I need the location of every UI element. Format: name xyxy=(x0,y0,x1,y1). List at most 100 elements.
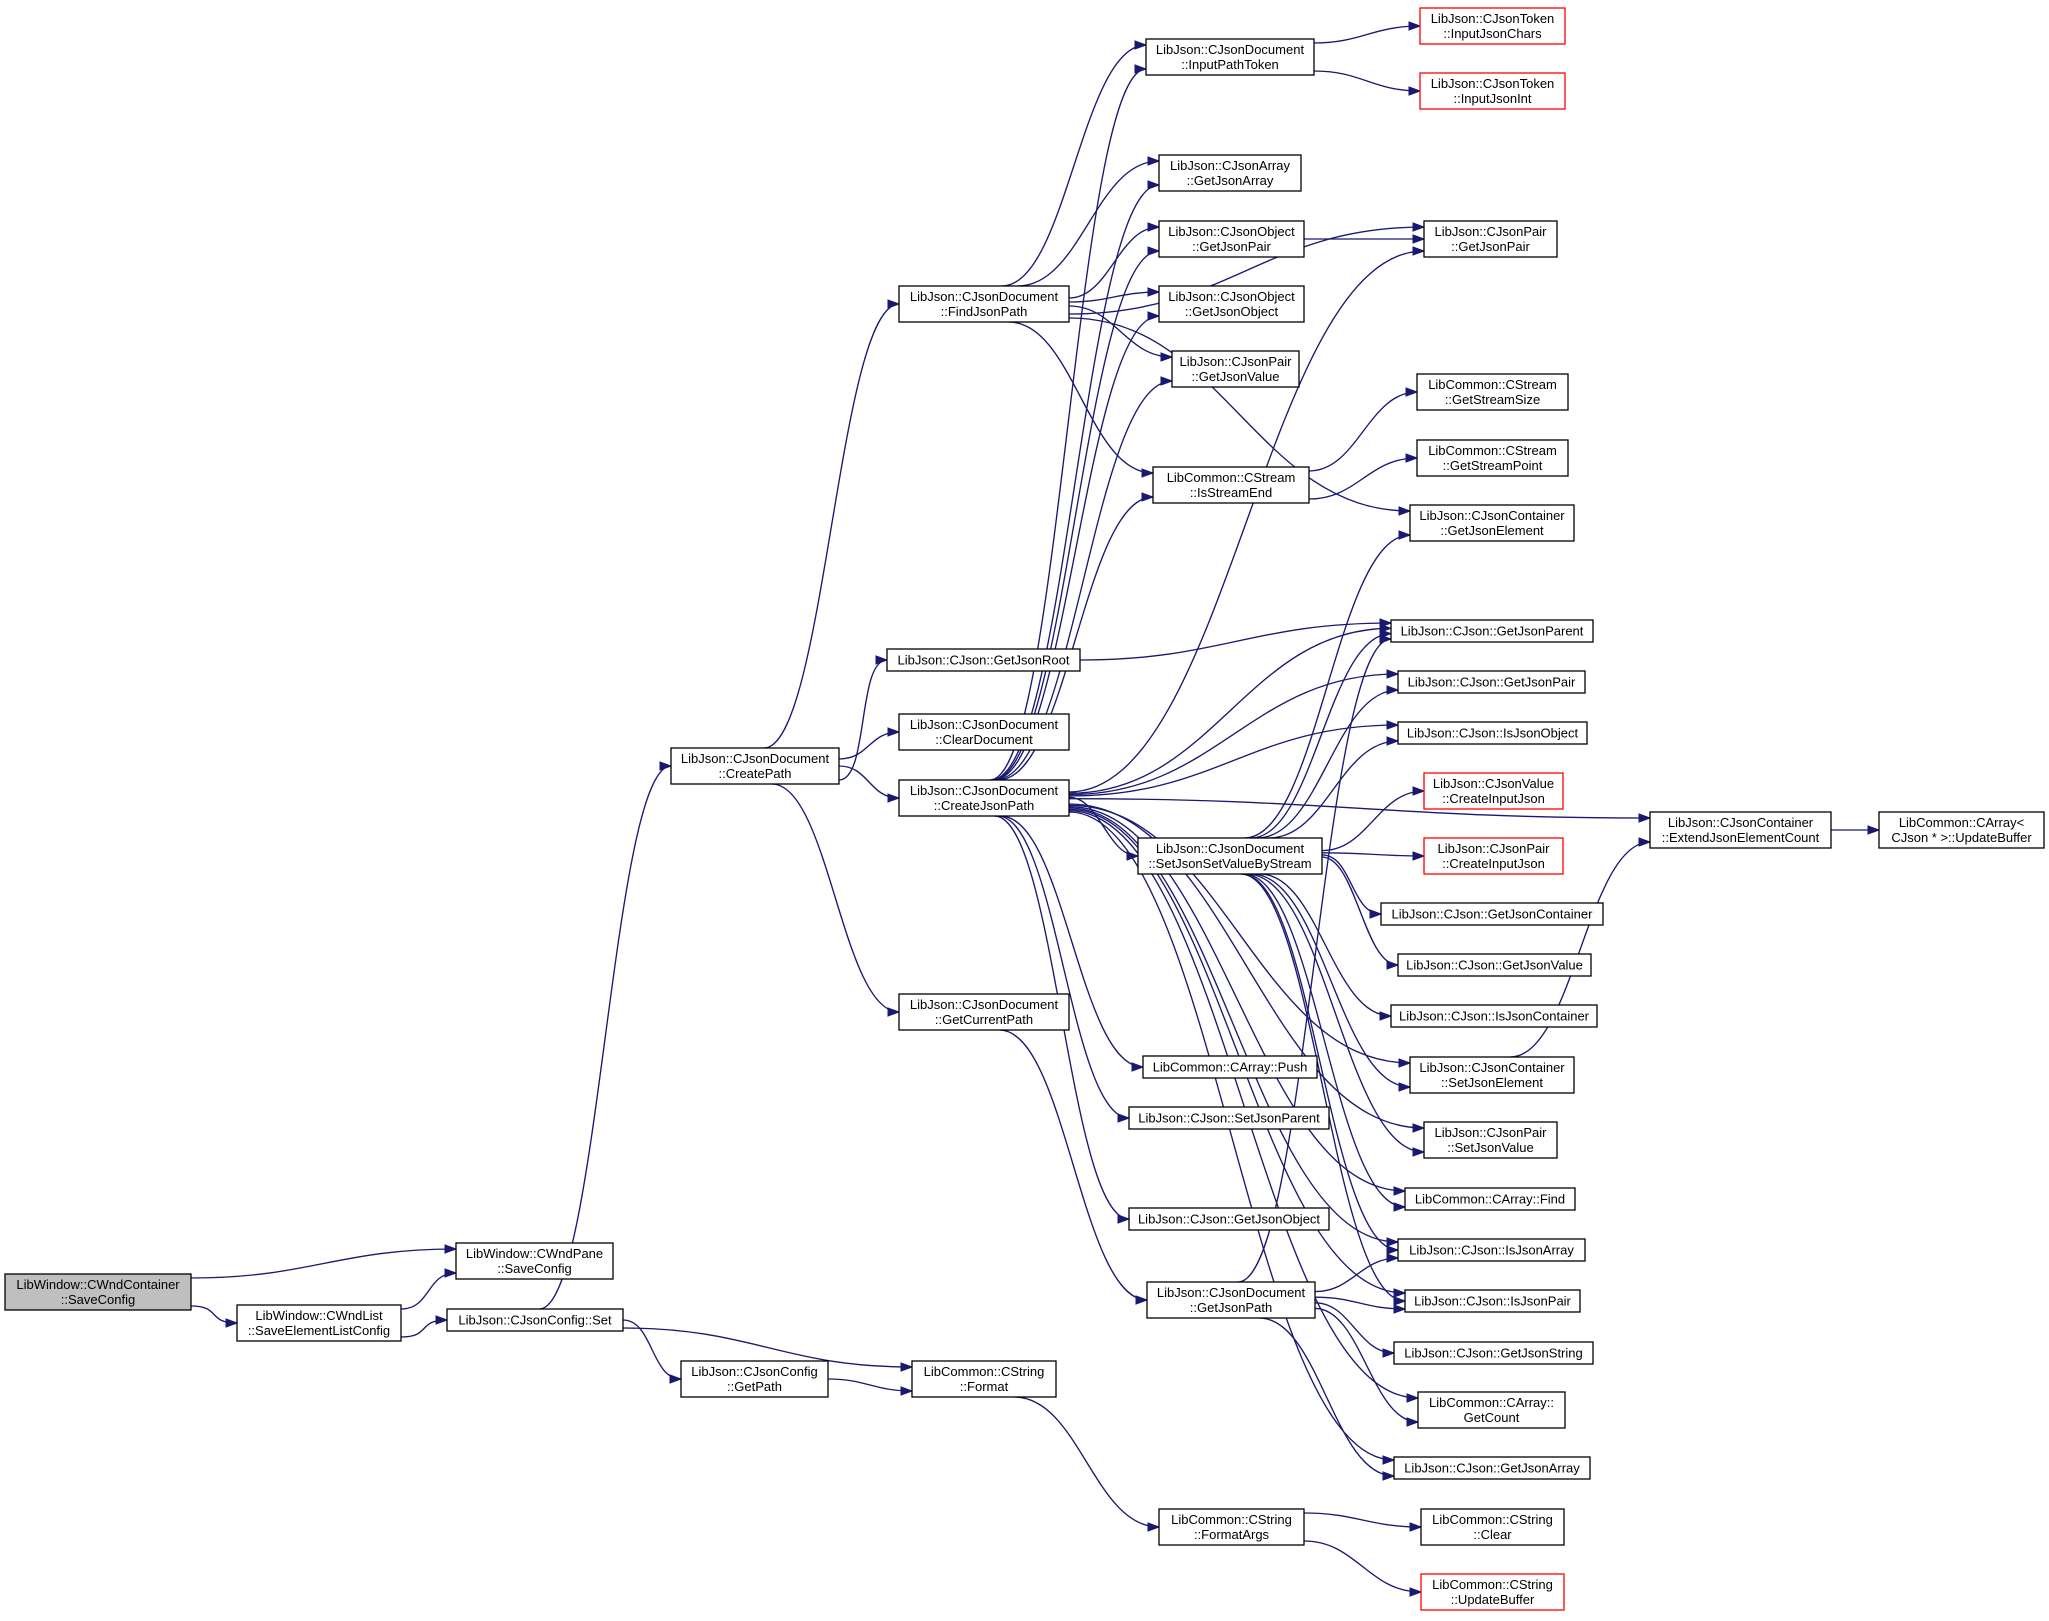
node-arr_getjsonarray[interactable]: LibJson::CJsonArray::GetJsonArray xyxy=(1158,154,1302,192)
node-inputjsonchars[interactable]: LibJson::CJsonToken::InputJsonChars xyxy=(1419,7,1566,45)
node-createpath[interactable]: LibJson::CJsonDocument::CreatePath xyxy=(670,747,840,785)
node-extendjsoncount[interactable]: LibJson::CJsonContainer::ExtendJsonEleme… xyxy=(1649,811,1832,849)
node-setjsonparent[interactable]: LibJson::CJson::SetJsonParent xyxy=(1128,1106,1330,1130)
node-box xyxy=(4,1273,192,1311)
node-label-line: ::GetJsonPair xyxy=(1451,239,1530,254)
node-getjsonroot[interactable]: LibJson::CJson::GetJsonRoot xyxy=(886,648,1081,672)
edge-path xyxy=(1068,291,1160,303)
node-getjsonpath[interactable]: LibJson::CJsonDocument::GetJsonPath xyxy=(1146,1281,1316,1319)
node-inputjsonint[interactable]: LibJson::CJsonToken::InputJsonInt xyxy=(1419,72,1566,110)
arrowhead xyxy=(1638,813,1652,823)
node-strclear[interactable]: LibCommon::CString::Clear xyxy=(1420,1508,1565,1546)
edge-path xyxy=(1321,790,1425,852)
node-findjsonpath[interactable]: LibJson::CJsonDocument::FindJsonPath xyxy=(898,285,1070,323)
arrowhead xyxy=(1379,634,1393,644)
node-label-line: ::GetPath xyxy=(727,1379,782,1394)
node-label-line: LibJson::CJsonContainer xyxy=(1419,1060,1565,1075)
node-isjsonobject[interactable]: LibJson::CJson::IsJsonObject xyxy=(1397,721,1588,745)
arrowhead xyxy=(1134,64,1148,74)
call-edge-createjsonpath-to-obj_getjsonobject xyxy=(993,311,1161,781)
edge-path xyxy=(838,659,888,781)
node-label-line: LibJson::CJson::GetJsonContainer xyxy=(1392,907,1594,922)
node-obj_getjsonobject[interactable]: LibJson::CJsonObject::GetJsonObject xyxy=(1158,285,1305,323)
arrowhead xyxy=(1867,825,1881,835)
call-edge-inputpathtoken-to-inputjsonint xyxy=(1313,70,1422,96)
call-edge-findjsonpath-to-pair_getjsonvalue xyxy=(1068,305,1174,362)
node-label-line: ::GetJsonElement xyxy=(1440,523,1544,538)
node-cj_getjsonobject[interactable]: LibJson::CJson::GetJsonObject xyxy=(1128,1207,1330,1231)
node-wndpane[interactable]: LibWindow::CWndPane::SaveConfig xyxy=(455,1242,614,1280)
node-box xyxy=(1409,1056,1575,1094)
node-isjsonpair[interactable]: LibJson::CJson::IsJsonPair xyxy=(1404,1289,1581,1313)
edge-path xyxy=(1308,391,1418,472)
node-root[interactable]: LibWindow::CWndContainer::SaveConfig xyxy=(4,1273,192,1311)
node-label-line: LibCommon::CArray::Push xyxy=(1153,1060,1308,1075)
edge-path xyxy=(1244,534,1411,839)
node-formatargs[interactable]: LibCommon::CString::FormatArgs xyxy=(1158,1508,1305,1546)
call-edge-createpath-to-getjsonroot xyxy=(838,655,889,781)
arrowhead xyxy=(1382,1348,1396,1358)
node-pair_setjsonvalue[interactable]: LibJson::CJsonPair::SetJsonValue xyxy=(1423,1121,1558,1159)
node-cont_setjsonelement[interactable]: LibJson::CJsonContainer::SetJsonElement xyxy=(1409,1056,1575,1094)
node-label-line: LibCommon::CArray::Find xyxy=(1415,1192,1565,1207)
node-getstreamsize[interactable]: LibCommon::CStream::GetStreamSize xyxy=(1416,373,1569,411)
node-carray_find[interactable]: LibCommon::CArray::Find xyxy=(1404,1187,1576,1211)
node-cj_getjsonarray[interactable]: LibJson::CJson::GetJsonArray xyxy=(1393,1456,1591,1480)
node-getpath[interactable]: LibJson::CJsonConfig::GetPath xyxy=(680,1360,829,1398)
node-label-line: LibJson::CJsonDocument xyxy=(910,997,1059,1012)
node-label-line: LibJson::CJson::SetJsonParent xyxy=(1138,1111,1320,1126)
node-val_createinputjson[interactable]: LibJson::CJsonValue::CreateInputJson xyxy=(1423,772,1564,810)
node-label-line: ::SaveConfig xyxy=(61,1292,135,1307)
edge-path xyxy=(1314,1302,1395,1354)
arrowhead xyxy=(1382,1471,1396,1481)
node-carray_push[interactable]: LibCommon::CArray::Push xyxy=(1142,1055,1318,1079)
node-label-line: LibJson::CJsonPair xyxy=(1435,224,1548,239)
node-cj_getjsonvalue[interactable]: LibJson::CJson::GetJsonValue xyxy=(1397,953,1592,977)
node-strupdate[interactable]: LibCommon::CString::UpdateBuffer xyxy=(1420,1573,1565,1611)
node-inputpathtoken[interactable]: LibJson::CJsonDocument::InputPathToken xyxy=(1145,38,1315,76)
node-isjsoncontainer[interactable]: LibJson::CJson::IsJsonContainer xyxy=(1390,1004,1598,1028)
node-label-line: LibJson::CJsonDocument xyxy=(681,751,830,766)
node-getstreampoint[interactable]: LibCommon::CStream::GetStreamPoint xyxy=(1416,439,1569,477)
node-getcurrentpath[interactable]: LibJson::CJsonDocument::GetCurrentPath xyxy=(898,993,1070,1031)
node-getjsonstring[interactable]: LibJson::CJson::GetJsonString xyxy=(1393,1341,1594,1365)
node-label-line: LibJson::CJsonPair xyxy=(1438,841,1551,856)
edge-path xyxy=(1510,841,1651,1058)
node-pair_getjsonpair[interactable]: LibJson::CJsonPair::GetJsonPair xyxy=(1423,220,1558,258)
node-carray_getcount[interactable]: LibCommon::CArray::GetCount xyxy=(1417,1391,1566,1429)
node-isjsonarray[interactable]: LibJson::CJson::IsJsonArray xyxy=(1397,1238,1586,1262)
call-edge-createpath-to-cleardoc xyxy=(838,727,901,760)
node-obj_getjsonpair[interactable]: LibJson::CJsonObject::GetJsonPair xyxy=(1158,220,1305,258)
call-edge-format-to-formatargs xyxy=(1014,1396,1161,1532)
node-pair_getjsonvalue[interactable]: LibJson::CJsonPair::GetJsonValue xyxy=(1171,350,1300,388)
arrowhead xyxy=(1386,960,1400,970)
node-pair_createinputjson[interactable]: LibJson::CJsonPair::CreateInputJson xyxy=(1423,837,1564,875)
node-getjsoncontainer[interactable]: LibJson::CJson::GetJsonContainer xyxy=(1380,902,1604,926)
node-getjsonparent[interactable]: LibJson::CJson::GetJsonParent xyxy=(1390,619,1594,643)
call-edge-createjsonpath-to-cont_setjsonelement xyxy=(1068,804,1412,1068)
node-wndlist[interactable]: LibWindow::CWndList::SaveElementListConf… xyxy=(236,1304,402,1342)
arrowhead xyxy=(1386,720,1400,730)
node-label-line: LibJson::CJsonObject xyxy=(1168,289,1295,304)
edge-path xyxy=(1068,226,1160,299)
node-label-line: LibJson::CJson::GetJsonParent xyxy=(1401,624,1584,639)
call-edge-createjsonpath-to-isstreamend xyxy=(998,492,1155,781)
node-box xyxy=(1390,619,1594,643)
node-box xyxy=(1420,1508,1565,1546)
arrowhead xyxy=(444,1244,458,1254)
node-cfgset[interactable]: LibJson::CJsonConfig::Set xyxy=(446,1308,624,1332)
node-format[interactable]: LibCommon::CString::Format xyxy=(911,1360,1057,1398)
node-label-line: LibWindow::CWndList xyxy=(255,1308,383,1323)
arrowhead xyxy=(435,1315,449,1325)
node-box xyxy=(1390,1004,1598,1028)
node-cj_getjsonpair[interactable]: LibJson::CJson::GetJsonPair xyxy=(1397,670,1586,694)
node-cont_getjsonelement[interactable]: LibJson::CJsonContainer::GetJsonElement xyxy=(1409,504,1575,542)
node-createjsonpath[interactable]: LibJson::CJsonDocument::CreateJsonPath xyxy=(898,779,1070,817)
node-label-line: LibJson::CJsonConfig::Set xyxy=(458,1313,612,1328)
arrowhead xyxy=(1386,669,1400,679)
arrowhead xyxy=(1393,1288,1407,1298)
node-carray_updatebuffer[interactable]: LibCommon::CArray< CJson * >::UpdateBuff… xyxy=(1878,811,2045,849)
node-cleardoc[interactable]: LibJson::CJsonDocument::ClearDocument xyxy=(898,713,1070,751)
node-setjsonsetvalue[interactable]: LibJson::CJsonDocument::SetJsonSetValueB… xyxy=(1137,837,1323,875)
node-isstreamend[interactable]: LibCommon::CStream::IsStreamEnd xyxy=(1152,466,1310,504)
